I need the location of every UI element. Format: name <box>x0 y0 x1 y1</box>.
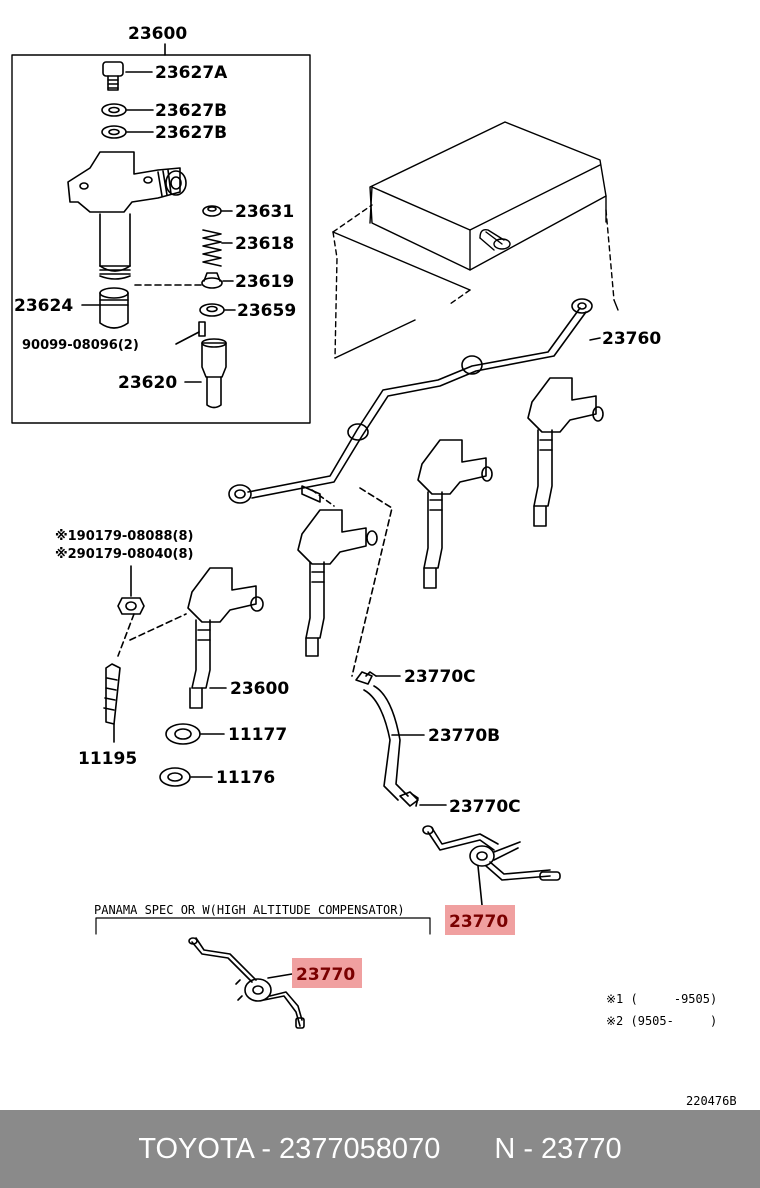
label-23624: 23624 <box>14 296 73 316</box>
label-23770b: 23770B <box>428 726 500 746</box>
part-23631 <box>202 205 222 217</box>
injector-2 <box>297 509 378 657</box>
nozzle-nut-23624 <box>99 287 129 329</box>
part-23619 <box>201 272 223 289</box>
legend-line-2: ※2 (9505- ) <box>606 1014 717 1028</box>
clamp-23770c-2 <box>399 791 419 807</box>
injector-4 <box>527 377 604 527</box>
label-11195: 11195 <box>78 749 137 769</box>
highlight-23770-panama <box>292 958 362 988</box>
stud-11195 <box>103 663 121 725</box>
label-23770-panama: 23770 <box>296 965 355 985</box>
hose-23770b <box>363 685 409 801</box>
injector-3 <box>417 439 493 589</box>
label-11177: 11177 <box>228 725 287 745</box>
label-23760: 23760 <box>602 329 661 349</box>
injector-1 <box>187 567 264 709</box>
label-23770c-1: 23770C <box>404 667 476 687</box>
pipe-23770-main <box>422 825 561 881</box>
panama-spec-note: PANAMA SPEC OR W(HIGH ALTITUDE COMPENSAT… <box>94 903 405 917</box>
washer-23627b-2 <box>101 125 127 139</box>
gasket-11176 <box>159 767 191 787</box>
pin-90099 <box>198 321 206 337</box>
label-23600-mid: 23600 <box>230 679 289 699</box>
label-23619: 23619 <box>235 272 294 292</box>
injector-holder-body <box>67 151 187 280</box>
label-190179-1: ※190179-08088(8) <box>55 529 193 544</box>
panama-spec-bracket <box>95 917 431 935</box>
label-23600-top: 23600 <box>128 24 187 44</box>
nozzle-23620 <box>201 338 227 409</box>
label-23770c-2: 23770C <box>449 797 521 817</box>
label-23627b-1: 23627B <box>155 101 227 121</box>
gasket-11177 <box>165 723 201 745</box>
washer-23627b-1 <box>101 103 127 117</box>
pipe-23770-panama <box>188 937 305 1029</box>
label-11176: 11176 <box>216 768 275 788</box>
label-23620: 23620 <box>118 373 177 393</box>
nut-190179 <box>117 597 145 615</box>
highlight-23770-main <box>445 905 515 935</box>
label-23659: 23659 <box>237 301 296 321</box>
spring-23618 <box>202 229 222 267</box>
label-23627a: 23627A <box>155 63 228 83</box>
diagram-id: 220476B <box>686 1094 737 1108</box>
label-23627b-2: 23627B <box>155 123 227 143</box>
label-90099: 90099-08096(2) <box>22 338 139 353</box>
clamp-23770c-1 <box>355 671 377 685</box>
injector-detail-box <box>11 54 311 424</box>
part-23659 <box>199 303 225 317</box>
engine-cylinder-head <box>332 121 619 359</box>
bolt-23627a <box>102 61 124 91</box>
legend-line-1: ※1 ( -9505) <box>606 992 717 1006</box>
parts-diagram: 23600 23627A 23627B 23627B 23631 23618 2… <box>11 24 737 1108</box>
fuel-pipe-23760 <box>228 298 593 504</box>
footer-reference: N - 23770 <box>494 1132 622 1165</box>
footer-part-number: TOYOTA - 2377058070 <box>138 1132 441 1165</box>
label-23770-main: 23770 <box>449 912 508 932</box>
label-23618: 23618 <box>235 234 294 254</box>
footer-bar: TOYOTA - 2377058070 N - 23770 <box>0 1110 760 1188</box>
label-190179-2: ※290179-08040(8) <box>55 547 193 562</box>
label-23631: 23631 <box>235 202 294 222</box>
